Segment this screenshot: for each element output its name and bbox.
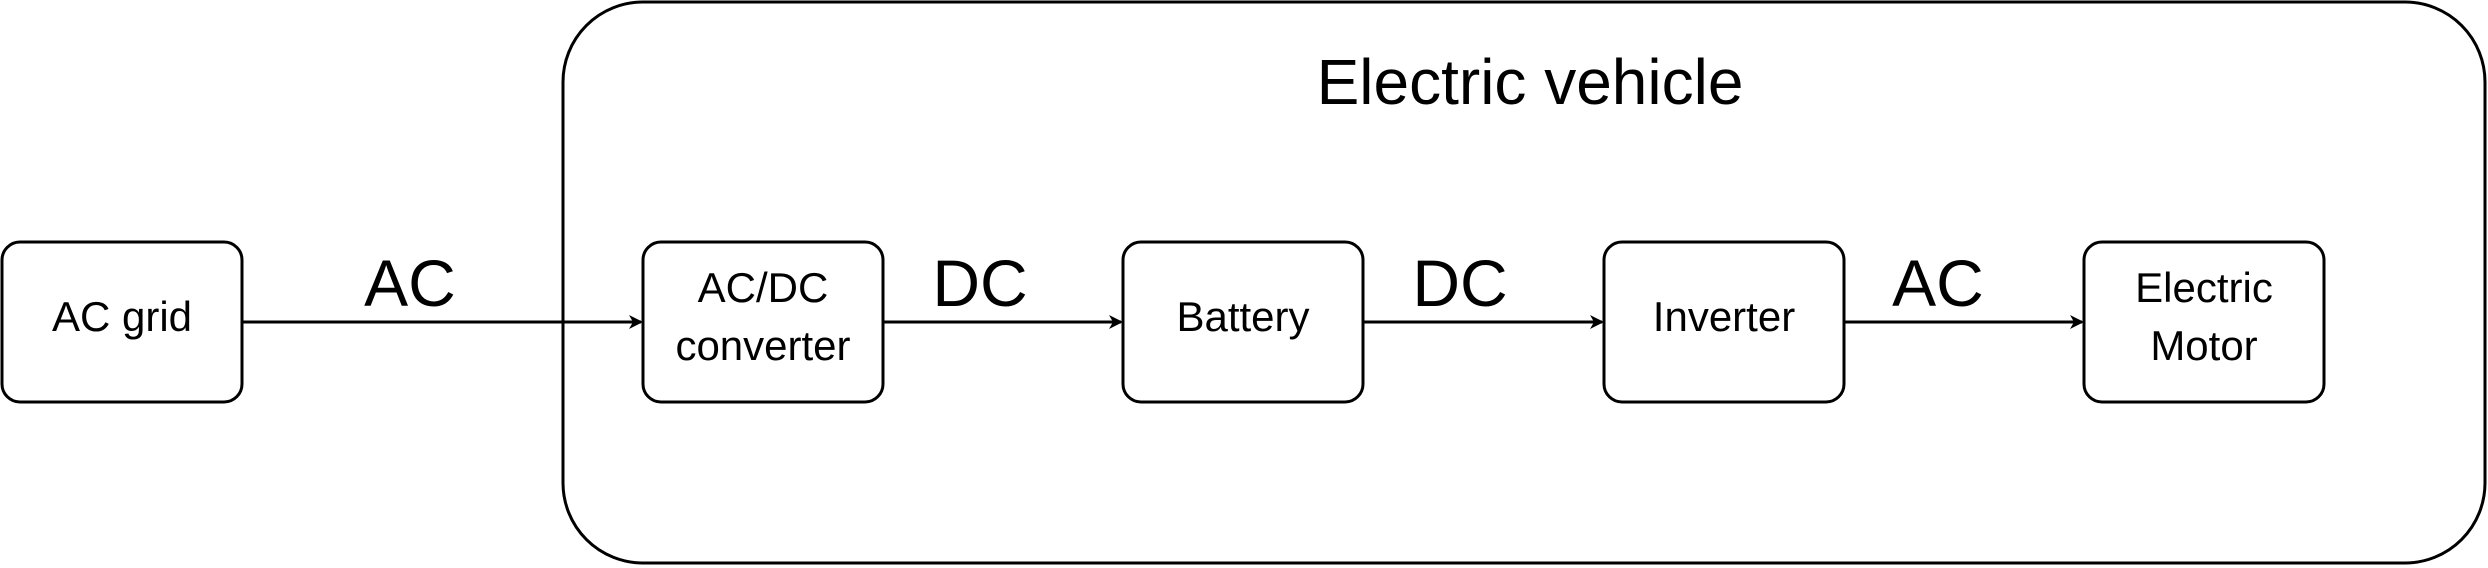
inverter-label: Inverter [1653,293,1795,340]
edge-label-battery-to-inverter: DC [1412,246,1507,320]
ac-grid-label: AC grid [52,293,192,340]
acdc-converter-label-line2: converter [675,322,850,369]
acdc-converter-label-line1: AC/DC [698,264,829,311]
edge-label-converter-to-battery: DC [932,246,1027,320]
electric-vehicle-title: Electric vehicle [1317,46,1744,118]
electric-motor-box [2082,240,2326,404]
edge-label-inverter-to-motor: AC [1892,246,1984,320]
electric-motor-label-line1: Electric [2135,264,2273,311]
edge-label-grid-to-converter: AC [364,246,456,320]
battery-label: Battery [1176,293,1309,340]
electric-motor-label-line2: Motor [2150,322,2257,369]
electric-vehicle-container [561,0,2487,565]
